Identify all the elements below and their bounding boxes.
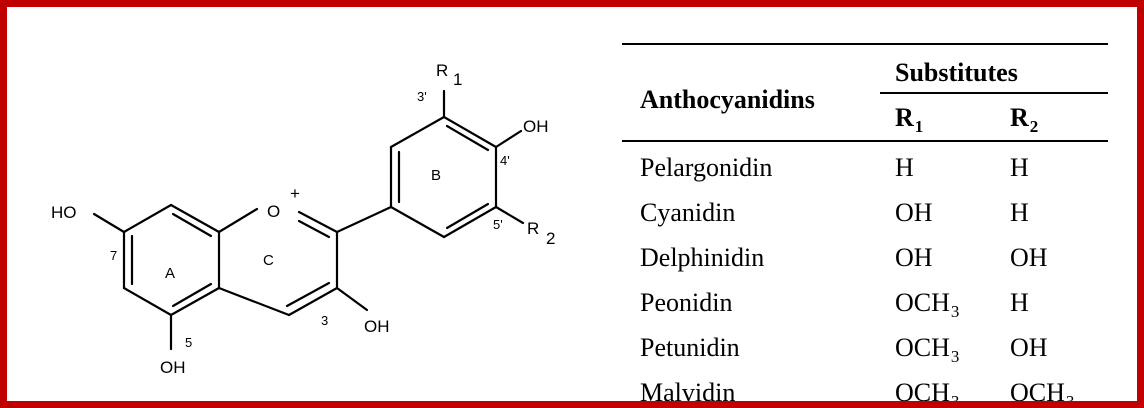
substitutes-table: Anthocyanidins Substitutes R1 R2 Pelargo…	[622, 41, 1112, 408]
table-row-r2: H	[1010, 153, 1029, 182]
ring-c-bonds	[217, 207, 339, 317]
position-4prime: 4'	[500, 153, 510, 168]
ring-label-a: A	[165, 265, 175, 282]
atom-charge: +	[290, 184, 300, 203]
header-bottom-rule	[622, 140, 1108, 142]
table-row-r1: OCH3	[895, 333, 960, 366]
atom-r1: R	[436, 61, 448, 80]
position-7: 7	[110, 248, 117, 263]
atom-r2: R	[527, 219, 539, 238]
table-row-r2: OH	[1010, 243, 1048, 272]
table-row-name: Petunidin	[640, 333, 740, 362]
table-row-r2: H	[1010, 288, 1029, 317]
header-r2: R2	[1010, 103, 1039, 136]
atom-oh-3: OH	[364, 317, 390, 336]
ring-b-bonds	[335, 115, 498, 239]
table-row-r1: OCH3	[895, 378, 960, 408]
table-row-name: Peonidin	[640, 288, 733, 317]
table-row-name: Malvidin	[640, 378, 736, 407]
atom-ho-7: HO	[51, 203, 77, 222]
atom-oh-5: OH	[160, 358, 186, 377]
table-row-r1: OH	[895, 243, 933, 272]
ring-a-bonds	[122, 203, 221, 317]
table-top-rule	[622, 43, 1108, 45]
position-3prime: 3'	[417, 89, 427, 104]
position-5: 5	[185, 335, 192, 350]
table-row-name: Cyanidin	[640, 198, 736, 227]
ring-label-c: C	[263, 252, 274, 269]
header-r1: R1	[895, 103, 924, 136]
table-row-r1: OCH3	[895, 288, 960, 321]
header-anthocyanidins: Anthocyanidins	[640, 85, 815, 114]
header-substitutes: Substitutes	[895, 58, 1018, 87]
table-row-r1: OH	[895, 198, 933, 227]
table-row-r2: H	[1010, 198, 1029, 227]
table-row-r2: OCH3	[1010, 378, 1075, 408]
table-row-r1: H	[895, 153, 914, 182]
atom-r1-sub: 1	[453, 70, 462, 89]
anthocyanidin-structure: HO O + OH OH OH R 1 R 2 7 5 3 3' 4' 5' A…	[51, 61, 555, 377]
atom-oh-4prime: OH	[523, 117, 549, 136]
table-row-r2: OH	[1010, 333, 1048, 362]
position-3: 3	[321, 313, 328, 328]
substitutes-rule	[880, 92, 1108, 94]
ring-label-b: B	[431, 167, 441, 184]
position-5prime: 5'	[493, 217, 503, 232]
atom-oxygen-1: O	[267, 202, 280, 221]
table-row-name: Pelargonidin	[640, 153, 773, 182]
substituent-bonds	[92, 89, 525, 351]
table-row-name: Delphinidin	[640, 243, 765, 272]
atom-r2-sub: 2	[546, 229, 555, 248]
